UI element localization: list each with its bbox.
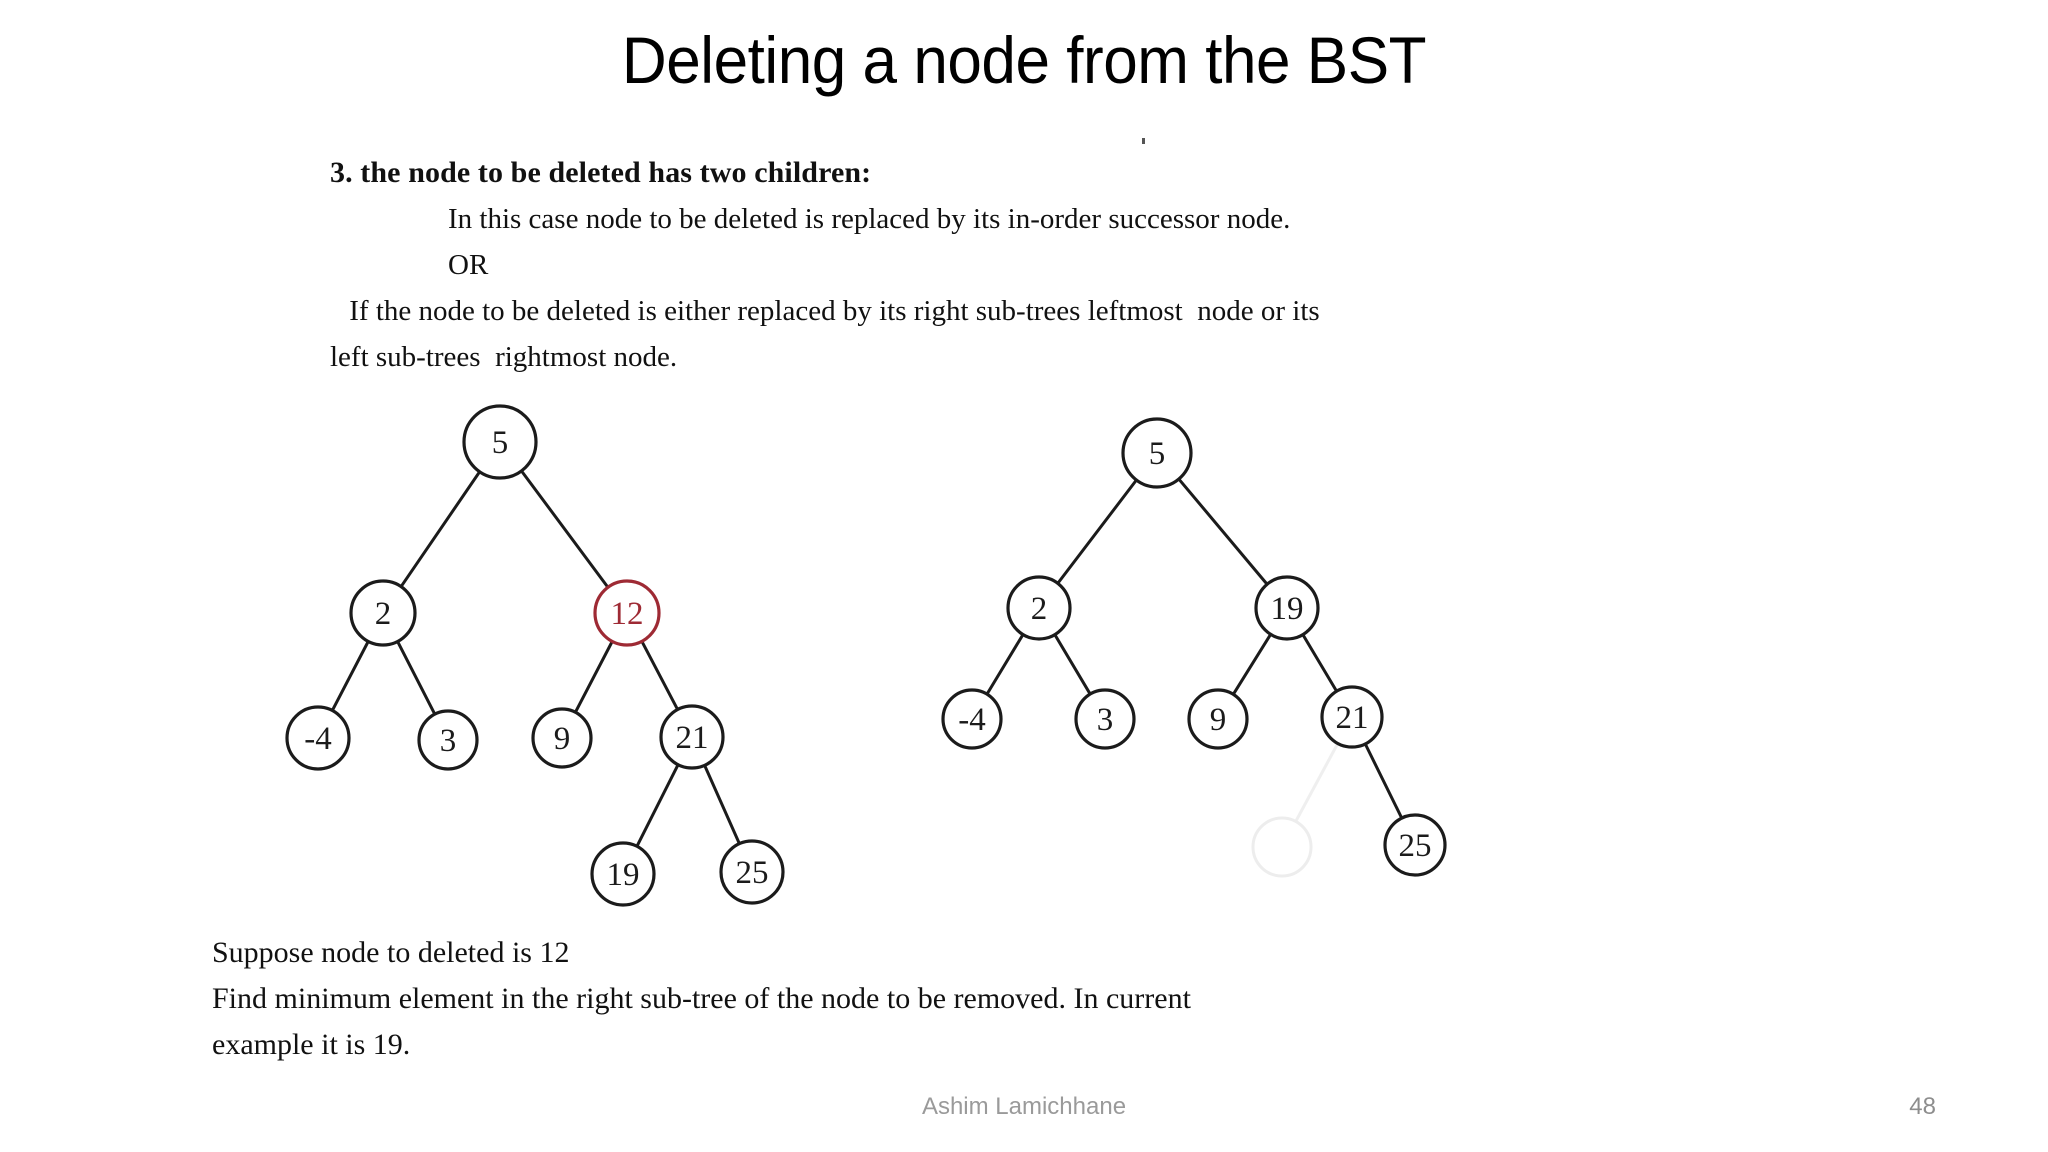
node-circle	[1187, 688, 1249, 750]
tree-node-neg4[interactable]: -4	[941, 688, 1003, 750]
tree-node-9[interactable]: 9	[531, 707, 593, 769]
explanation-line-2: Find minimum element in the right sub-tr…	[212, 982, 1191, 1015]
tree-node-9[interactable]: 9	[1187, 688, 1249, 750]
tree-edge	[573, 639, 615, 715]
node-circle	[593, 579, 661, 647]
tree-edge	[330, 639, 371, 713]
explanation-line-1: Suppose node to deleted is 12	[212, 936, 570, 969]
footer-author: Ashim Lamichhane	[921, 1093, 1127, 1120]
inorder-successor-line: In this case node to be deleted is repla…	[448, 203, 1291, 235]
node-label: 25	[736, 855, 769, 891]
tree-edge	[634, 762, 681, 849]
tree-edge	[639, 638, 680, 712]
tree-edge	[1300, 632, 1339, 694]
node-circle	[417, 709, 479, 771]
node-label: 2	[1031, 591, 1048, 627]
alternative-line-2: left sub-trees rightmost node.	[330, 341, 678, 373]
page-title: Deleting a node from the BST	[621, 23, 1427, 97]
node-circle	[941, 688, 1003, 750]
tree-node-21[interactable]: 21	[1320, 685, 1384, 749]
node-circle	[1074, 688, 1136, 750]
or-line: OR	[448, 249, 489, 281]
tree-node-5[interactable]: 5	[1121, 417, 1193, 489]
node-circle	[1006, 575, 1072, 641]
node-circle	[719, 839, 785, 905]
tree-after-deletion: 5 2 19 -4 3 9 21 25	[941, 417, 1447, 878]
tree-edge	[395, 639, 437, 717]
node-label: 19	[607, 857, 640, 893]
node-circle	[1383, 813, 1447, 877]
node-label: 12	[611, 596, 644, 632]
node-label: -4	[958, 702, 986, 738]
tree-edge	[1231, 631, 1273, 697]
tree-node-3[interactable]: 3	[1074, 688, 1136, 750]
node-label: -4	[304, 721, 332, 757]
node-label: 3	[440, 723, 457, 759]
node-circle	[462, 404, 538, 480]
tree-node-3[interactable]: 3	[417, 709, 479, 771]
tree-edge	[1055, 477, 1139, 586]
stray-mark	[1142, 138, 1145, 144]
alternative-line-1: If the node to be deleted is either repl…	[342, 295, 1320, 327]
tree-node-neg4[interactable]: -4	[285, 705, 351, 771]
node-circle	[1251, 816, 1313, 878]
node-circle	[659, 704, 725, 770]
node-label: 19	[1271, 591, 1304, 627]
node-label: 2	[375, 596, 392, 632]
tree-node-25[interactable]: 25	[1383, 813, 1447, 877]
node-label: 3	[1097, 702, 1114, 738]
node-label: 5	[1149, 436, 1166, 472]
tree-edge	[984, 632, 1025, 697]
case-heading: 3. the node to be deleted has two childr…	[330, 156, 872, 189]
node-circle	[285, 705, 351, 771]
node-circle	[1121, 417, 1193, 489]
tree-node-19[interactable]: 19	[1254, 575, 1320, 641]
node-label: 21	[1336, 700, 1369, 736]
node-circle	[531, 707, 593, 769]
tree-node-12[interactable]: 12	[593, 579, 661, 647]
tree-edge	[399, 469, 482, 589]
node-label: 25	[1399, 828, 1432, 864]
tree-node-2[interactable]: 2	[1006, 575, 1072, 641]
explanation-line-3: example it is 19.	[212, 1028, 411, 1061]
node-circle	[349, 579, 417, 647]
explanation-block: Suppose node to deleted is 12 Find minim…	[212, 930, 1612, 1068]
tree-edge	[1363, 741, 1404, 821]
node-label: 9	[1210, 702, 1227, 738]
tree-edge	[1052, 632, 1093, 697]
tree-node-2[interactable]: 2	[349, 579, 417, 647]
tree-before-deletion: 5 2 12 -4 3 9 21 19 25	[285, 404, 785, 907]
node-label: 21	[676, 720, 709, 756]
body-text-block: 3. the node to be deleted has two childr…	[330, 150, 1750, 380]
node-label: 5	[492, 425, 509, 461]
node-circle	[590, 841, 656, 907]
node-circle	[1320, 685, 1384, 749]
node-circle	[1254, 575, 1320, 641]
footer-page-number: 48	[1909, 1093, 1936, 1120]
tree-node-19[interactable]: 19	[590, 841, 656, 907]
tree-node-25[interactable]: 25	[719, 839, 785, 905]
tree-edge	[1293, 741, 1340, 824]
tree-node-21[interactable]: 21	[659, 704, 725, 770]
tree-node-empty[interactable]	[1251, 816, 1313, 878]
node-label: 9	[554, 721, 571, 757]
tree-edge	[519, 468, 611, 590]
tree-node-5[interactable]: 5	[462, 404, 538, 480]
tree-edge	[1176, 476, 1270, 587]
tree-edge	[702, 762, 742, 847]
